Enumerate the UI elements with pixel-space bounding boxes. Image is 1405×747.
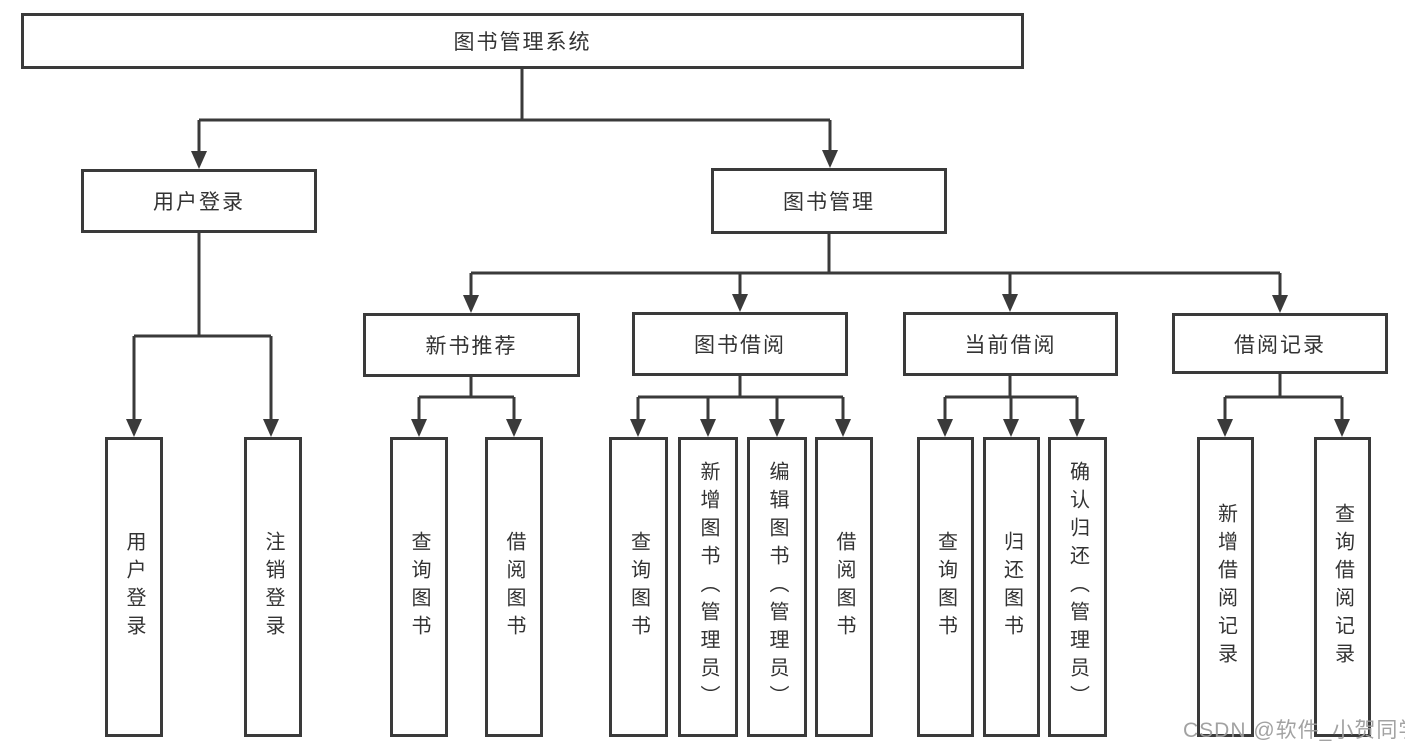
leaf-logout: 注销登录 [244,437,302,737]
leaf-bb-borrow-books: 借阅图书 [815,437,873,737]
connector-current-borrow-to-leaves [943,376,1079,420]
leaf-br-add-record: 新增借阅记录 [1197,437,1254,737]
arrowheads-new-book-to-leaves [411,419,522,437]
arrowheads-borrow-record-to-leaves [1217,419,1350,437]
arrowheads-current-borrow-to-leaves [937,419,1085,437]
node-borrow-records: 借阅记录 [1172,313,1388,374]
leaf-bb-edit-books-admin: 编辑图书（管理员） [747,437,807,737]
leaf-cb-query-books: 查询图书 [917,437,974,737]
node-root-system: 图书管理系统 [21,13,1024,69]
connector-root-to-level1 [197,69,832,152]
arrowheads-user-login-to-leaves [126,419,279,437]
node-book-borrowing: 图书借阅 [632,312,848,376]
connector-book-management-to-level2 [469,234,1282,296]
arrowheads-book-management-to-level2 [463,294,1288,313]
leaf-cb-confirm-return-admin: 确认归还（管理员） [1048,437,1107,737]
arrowheads-root-to-level1 [191,150,838,169]
leaf-bb-add-books-admin: 新增图书（管理员） [678,437,738,737]
leaf-bb-query-books: 查询图书 [609,437,668,737]
connector-borrow-record-to-leaves [1223,374,1344,420]
node-user-login: 用户登录 [81,169,317,233]
leaf-user-login: 用户登录 [105,437,163,737]
leaf-nb-query-books: 查询图书 [390,437,448,737]
leaf-br-query-record: 查询借阅记录 [1314,437,1371,737]
node-new-book-recommend: 新书推荐 [363,313,580,377]
csdn-watermark: CSDN @软件_小贺同学 [1183,719,1405,742]
connector-book-borrow-to-leaves [636,376,845,420]
connector-new-book-to-leaves [417,377,516,420]
node-book-management: 图书管理 [711,168,947,234]
leaf-nb-borrow-books: 借阅图书 [485,437,543,737]
node-current-borrowing: 当前借阅 [903,312,1118,376]
connector-user-login-to-leaves [132,233,273,420]
leaf-cb-return-books: 归还图书 [983,437,1040,737]
arrowheads-book-borrow-to-leaves [630,419,851,437]
